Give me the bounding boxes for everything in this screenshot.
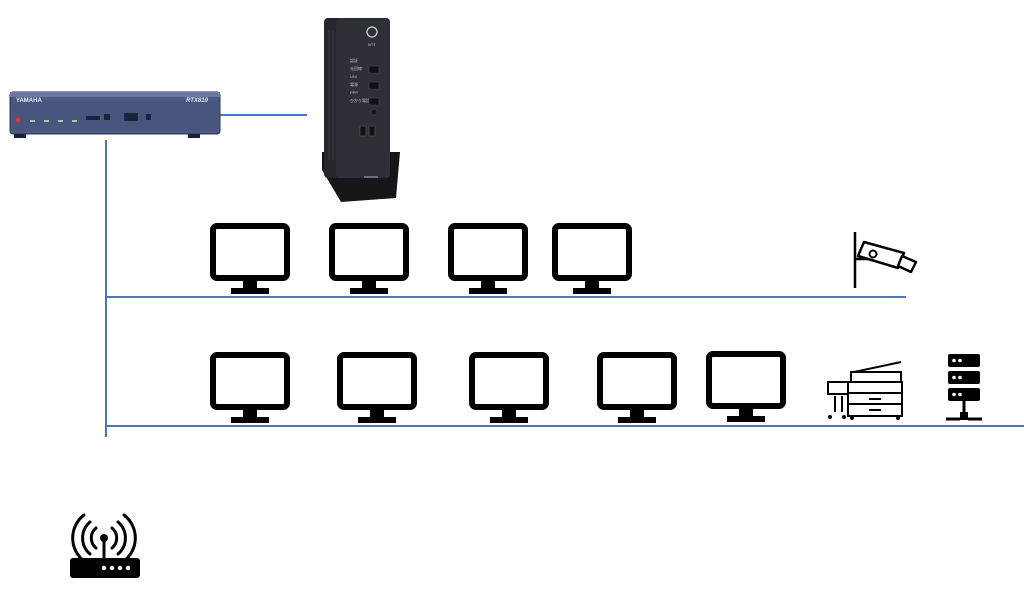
connection-lines: [105, 114, 1024, 437]
router-model-label: RTX810: [186, 98, 209, 104]
pc-monitor-icon: [555, 226, 629, 294]
onu-panel-label-5: PPP: [350, 90, 358, 95]
yamaha-router-device: YAMAHA RTX810: [9, 91, 221, 138]
onu-panel-label-2: 光回線: [350, 65, 362, 71]
pc-monitor-icon: [472, 355, 546, 423]
ntt-onu-device: NTT 認証 光回線 UNI 電源 PPP ひかり電話: [322, 18, 400, 202]
server-rack-icon: [946, 354, 982, 421]
pc-monitor-icon: [213, 355, 287, 423]
lan-row1-devices: [213, 226, 918, 294]
printer-copier-icon: [827, 361, 903, 420]
onu-panel-label-4: 電源: [350, 81, 358, 87]
pc-monitor-icon: [213, 226, 287, 294]
onu-panel-label-3: UNI: [350, 74, 357, 79]
router-brand-label: YAMAHA: [16, 98, 42, 104]
pc-monitor-icon: [600, 355, 674, 423]
pc-monitor-icon: [340, 355, 414, 423]
onu-panel-label-6: ひかり電話: [350, 97, 370, 103]
lan-row2-devices: [213, 354, 982, 423]
onu-brand-label: NTT: [368, 42, 376, 47]
wifi-router-icon: [70, 513, 140, 578]
pc-monitor-icon: [332, 226, 406, 294]
onu-panel-label-1: 認証: [350, 57, 358, 63]
pc-monitor-icon: [451, 226, 525, 294]
security-camera-icon: [853, 232, 918, 288]
pc-monitor-icon: [709, 354, 783, 422]
